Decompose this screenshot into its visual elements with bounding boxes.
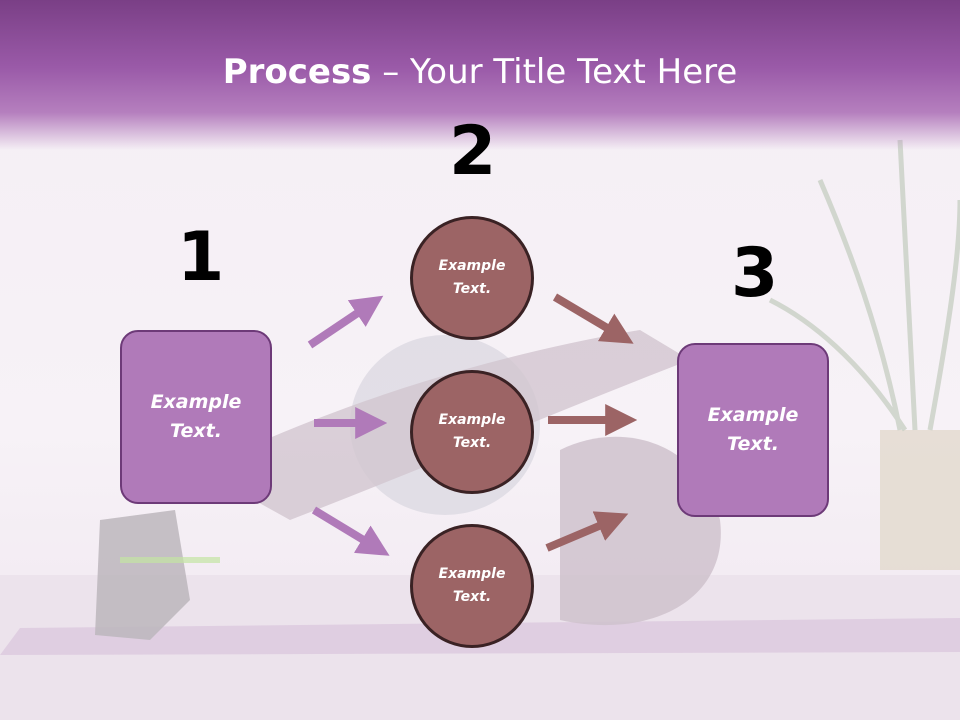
step-3-number: 3 bbox=[731, 234, 779, 313]
step-2-circle-middle: Example Text. bbox=[410, 370, 534, 494]
step-2-circle-top: Example Text. bbox=[410, 216, 534, 340]
step-1-text: Example Text. bbox=[150, 391, 242, 442]
step-3-text: Example Text. bbox=[707, 404, 799, 455]
arrow-1-to-2-bottom bbox=[311, 506, 390, 556]
slide-title: Process – Your Title Text Here bbox=[0, 52, 960, 92]
arrow-2-top-to-3 bbox=[552, 293, 634, 344]
step-2-number: 2 bbox=[449, 112, 497, 191]
header-band bbox=[0, 0, 960, 150]
step-2-circle-bottom: Example Text. bbox=[410, 524, 534, 648]
arrow-1-to-2-top bbox=[307, 295, 384, 349]
step-2-item-1-text: Example Text. bbox=[438, 258, 506, 297]
arrow-2-bottom-to-3 bbox=[545, 511, 629, 552]
step-2-item-3-text: Example Text. bbox=[438, 566, 506, 605]
step-1-number: 1 bbox=[177, 218, 225, 297]
step-3-box: Example Text. bbox=[677, 343, 829, 517]
title-rest: – Your Title Text Here bbox=[371, 52, 738, 92]
step-2-item-2-text: Example Text. bbox=[438, 412, 506, 451]
step-1-box: Example Text. bbox=[120, 330, 272, 504]
title-bold: Process bbox=[222, 52, 372, 92]
